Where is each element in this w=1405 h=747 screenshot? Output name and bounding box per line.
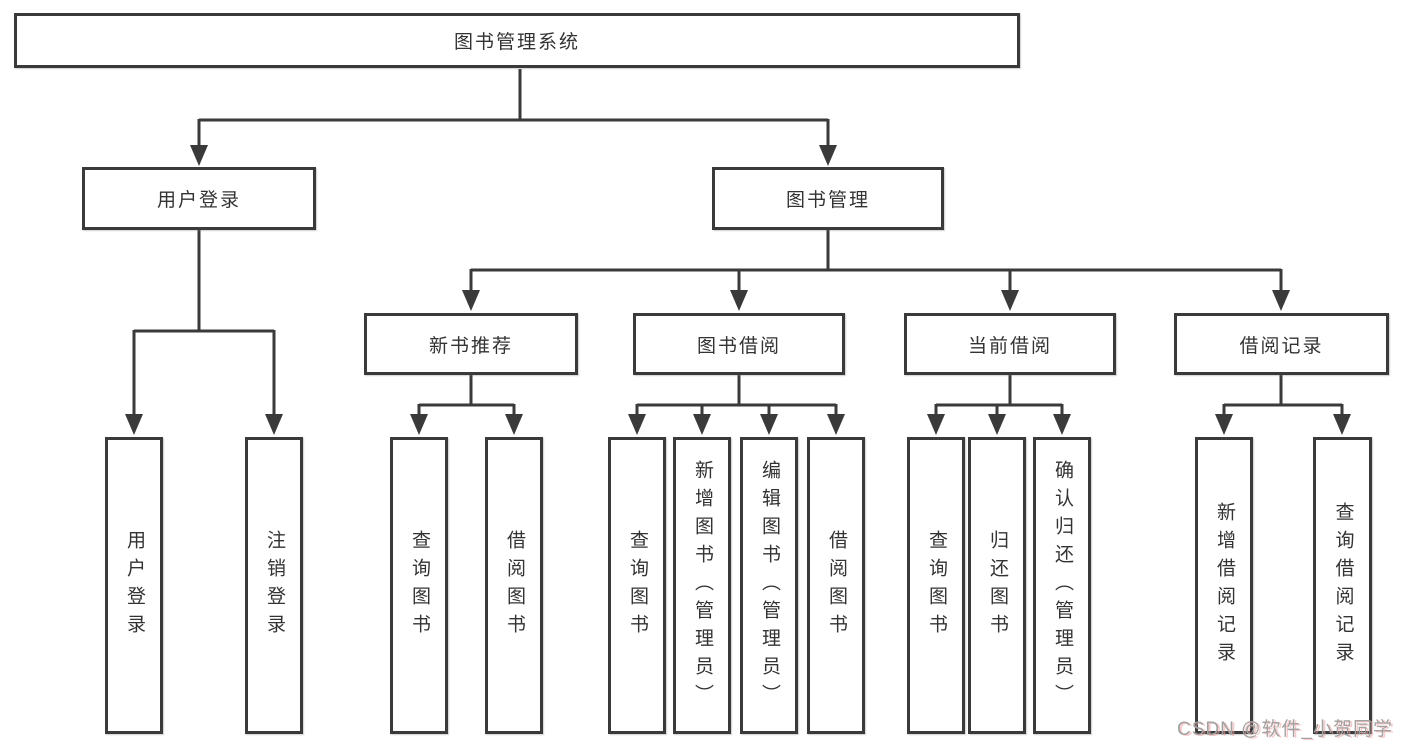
node-new-book-recommend: 新书推荐 bbox=[364, 313, 578, 375]
node-label: 图书借阅 bbox=[696, 335, 781, 357]
node-label: 注销登录 bbox=[263, 529, 285, 642]
leaf-records-add-record: 新增借阅记录 bbox=[1195, 437, 1253, 734]
node-book-management: 图书管理 bbox=[712, 167, 944, 230]
node-label: 图书管理 bbox=[785, 190, 870, 211]
node-label: 图书管理系统 bbox=[453, 32, 580, 53]
node-label: 借阅图书 bbox=[825, 529, 847, 642]
node-borrow-records: 借阅记录 bbox=[1174, 313, 1389, 375]
node-label: 新书推荐 bbox=[428, 335, 513, 357]
leaf-borrow-add-books-admin: 新增图书（管理员） bbox=[673, 437, 731, 734]
arrowheads bbox=[125, 145, 1351, 435]
leaf-newbooks-borrow-books: 借阅图书 bbox=[485, 437, 543, 734]
node-root-library-system: 图书管理系统 bbox=[14, 13, 1020, 68]
node-label: 查询图书 bbox=[626, 529, 648, 642]
node-label: 编辑图书（管理员） bbox=[758, 459, 780, 712]
leaf-user-login: 用户登录 bbox=[105, 437, 163, 734]
leaf-current-query-books: 查询图书 bbox=[907, 437, 965, 734]
node-label: 查询图书 bbox=[408, 529, 430, 642]
node-current-borrow: 当前借阅 bbox=[904, 313, 1116, 375]
leaf-borrow-query-books: 查询图书 bbox=[608, 437, 666, 734]
node-label: 借阅图书 bbox=[503, 529, 525, 642]
node-label: 借阅记录 bbox=[1239, 335, 1324, 357]
node-label: 归还图书 bbox=[986, 529, 1008, 642]
node-label: 用户登录 bbox=[123, 529, 145, 642]
node-user-login: 用户登录 bbox=[82, 167, 316, 230]
node-label: 当前借阅 bbox=[967, 335, 1052, 357]
csdn-watermark: CSDN @软件_小贺同学 bbox=[1177, 719, 1393, 740]
node-label: 查询图书 bbox=[925, 529, 947, 642]
leaf-records-query-record: 查询借阅记录 bbox=[1313, 437, 1372, 734]
node-label: 查询借阅记录 bbox=[1332, 501, 1354, 670]
leaf-current-confirm-return-admin: 确认归还（管理员） bbox=[1033, 437, 1091, 734]
node-book-borrow: 图书借阅 bbox=[633, 313, 845, 375]
leaf-current-return-books: 归还图书 bbox=[968, 437, 1026, 734]
node-label: 确认归还（管理员） bbox=[1051, 459, 1073, 712]
leaf-borrow-edit-books-admin: 编辑图书（管理员） bbox=[740, 437, 798, 734]
node-label: 新增借阅记录 bbox=[1213, 501, 1235, 670]
leaf-borrow-borrow-books: 借阅图书 bbox=[807, 437, 865, 734]
node-label: 用户登录 bbox=[156, 190, 241, 211]
leaf-newbooks-query-books: 查询图书 bbox=[390, 437, 448, 734]
leaf-logout: 注销登录 bbox=[245, 437, 303, 734]
node-label: 新增图书（管理员） bbox=[691, 459, 713, 712]
